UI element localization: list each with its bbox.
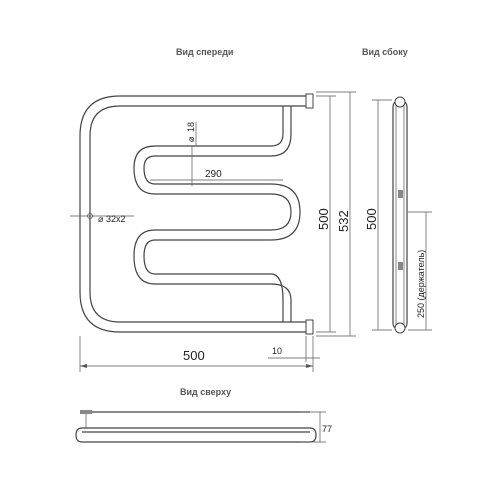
top-view: [75, 410, 326, 443]
diameter-symbol-pipe: ⌀: [98, 214, 104, 224]
dim-pipe: 32x2: [106, 214, 126, 224]
dim-height-outer: 532: [336, 210, 351, 232]
dim-depth: 77: [322, 424, 332, 434]
side-view-title: Вид сбоку: [362, 47, 408, 57]
diameter-symbol-small: ⌀: [186, 136, 196, 142]
front-dimensions: [70, 91, 356, 372]
dim-height-inner: 500: [316, 208, 331, 230]
dim-side-height: 500: [364, 208, 379, 230]
dim-holder: 250 (держатель): [416, 250, 426, 318]
top-view-title: Вид сверху: [180, 387, 232, 397]
dim-diameter-small: 18: [186, 122, 196, 132]
front-view-title: Вид спереди: [176, 47, 234, 57]
front-view-tube: [79, 93, 314, 335]
dim-width: 500: [183, 348, 205, 363]
dim-pitch: 290: [205, 169, 222, 180]
dim-offset: 10: [272, 346, 282, 356]
side-view: [372, 96, 432, 334]
